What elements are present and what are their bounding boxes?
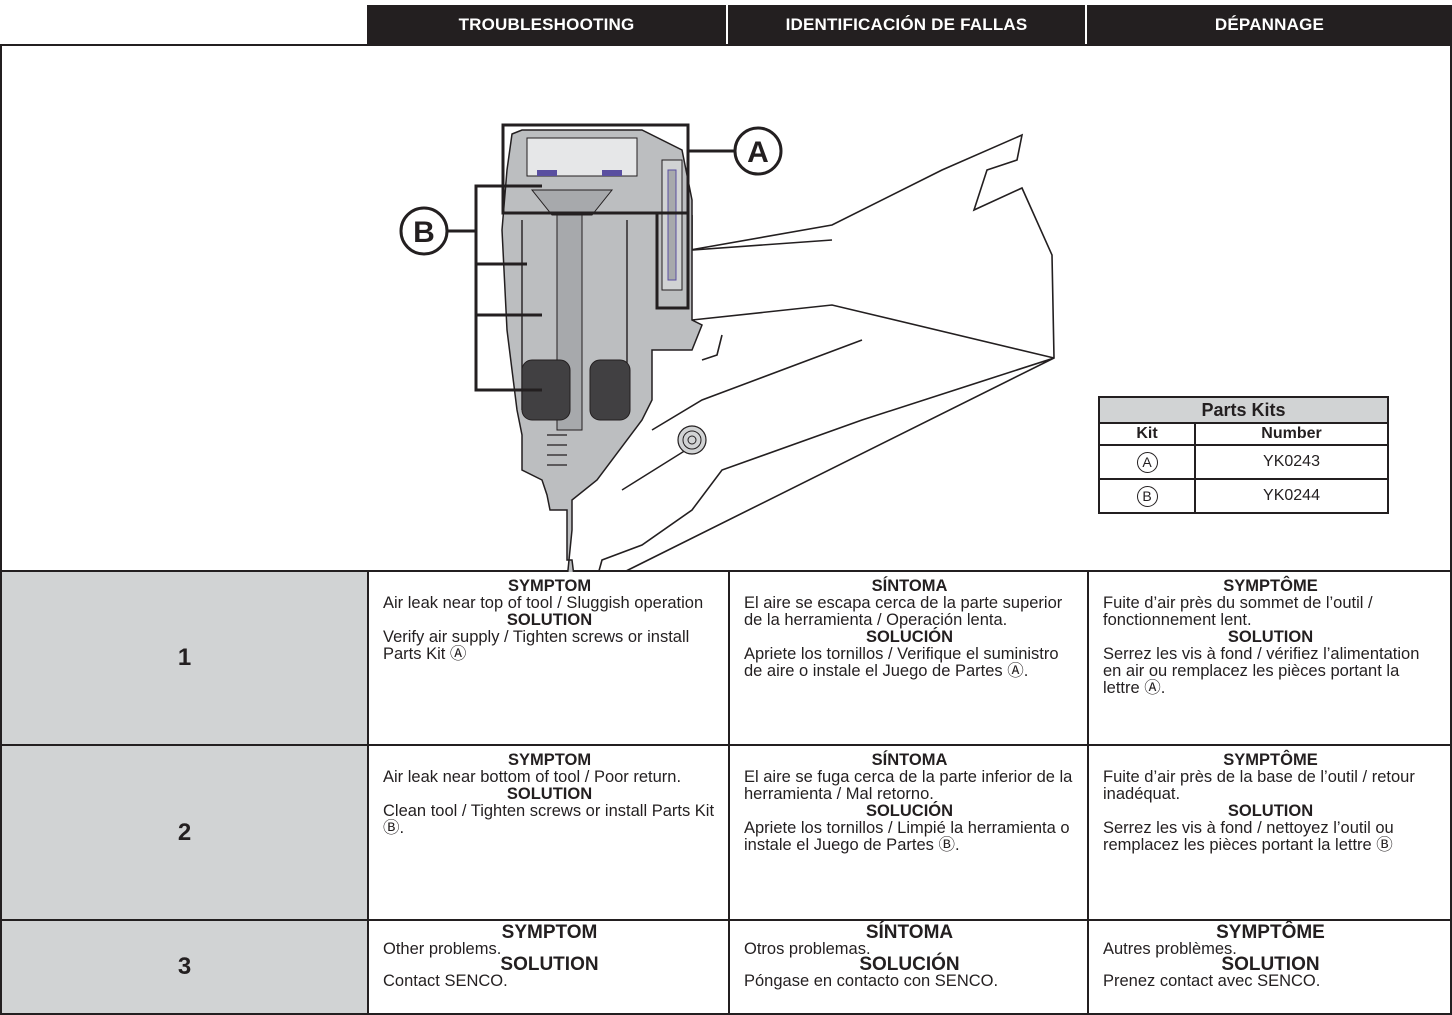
cell-english: SYMPTOM Air leak near top of tool / Slug… <box>369 572 730 744</box>
head-assembly <box>501 129 703 572</box>
parts-kits-title: Parts Kits <box>1098 396 1389 424</box>
cell-french: SYMPTÔME Fuite d’air près de la base de … <box>1089 746 1450 919</box>
header-identificacion: IDENTIFICACIÓN DE FALLAS <box>728 5 1087 45</box>
solution-text: Prenez contact avec SENCO. <box>1103 972 1321 990</box>
symptom-label: SÍNTOMA <box>871 577 948 595</box>
solution-label: SOLUTION <box>506 611 593 629</box>
cell-spanish: SÍNTOMA El aire se fuga cerca de la part… <box>730 746 1089 919</box>
callout-bracket-b <box>474 184 542 392</box>
symptom-text: Air leak near top of tool / Sluggish ope… <box>383 594 704 612</box>
symptom-text: El aire se fuga cerca de la parte inferi… <box>744 768 1073 803</box>
kit-letter: B <box>1136 485 1158 507</box>
solution-text: Serrez les vis à fond / nettoyez l’outil… <box>1103 819 1394 854</box>
symptom-label: SYMPTOM <box>507 577 592 595</box>
solution-text: Clean tool / Tighten screws or install P… <box>383 802 715 837</box>
cell-spanish: SÍNTOMA El aire se escapa cerca de la pa… <box>730 572 1089 744</box>
symptom-label: SYMPTÔME <box>1223 751 1318 769</box>
solution-label: SOLUTION <box>500 954 599 975</box>
trouble-row-1: 1 SYMPTOM Air leak near top of tool / Sl… <box>2 572 1450 746</box>
solution-label: SOLUCIÓN <box>865 628 954 646</box>
tool-body-outline <box>597 133 1055 572</box>
callout-a-label: A <box>747 136 769 169</box>
symptom-text: El aire se escapa cerca de la parte supe… <box>744 594 1063 629</box>
row-number: 2 <box>2 746 369 919</box>
col-kit-header: Kit <box>1098 422 1196 446</box>
parts-kit-row: B YK0244 <box>1098 478 1389 514</box>
solution-text: Contact SENCO. <box>383 972 508 990</box>
symptom-label: SÍNTOMA <box>871 751 948 769</box>
cell-english: SYMPTOM Air leak near bottom of tool / P… <box>369 746 730 919</box>
parts-kit-row: A YK0243 <box>1098 444 1389 480</box>
row-number: 3 <box>2 921 369 1013</box>
header-troubleshooting: TROUBLESHOOTING <box>367 5 728 45</box>
symptom-text: Fuite d’air près de la base de l’outil /… <box>1103 768 1415 803</box>
solution-text: Verify air supply / Tighten screws or in… <box>383 628 690 663</box>
kit-number: YK0244 <box>1194 478 1389 514</box>
solution-text: Apriete los tornillos / Verifique el sum… <box>744 645 1059 680</box>
kit-number: YK0243 <box>1194 444 1389 480</box>
solution-label: SOLUCIÓN <box>859 954 960 975</box>
symptom-text: Autres problèmes. <box>1103 940 1237 958</box>
nailer-cutaway-illustration: A B <box>399 123 1055 572</box>
row-number: 1 <box>2 572 369 744</box>
header-bar: TROUBLESHOOTING IDENTIFICACIÓN DE FALLAS… <box>367 5 1452 45</box>
parts-kits-table: Parts Kits Kit Number A YK0243 B YK0244 <box>1098 396 1389 514</box>
cell-french: SYMPTÔME Fuite d’air près du sommet de l… <box>1089 572 1450 744</box>
callout-box-a <box>501 123 690 215</box>
cell-french: SYMPTÔME Autres problèmes. SOLUTION Pren… <box>1089 921 1450 1013</box>
symptom-label: SYMPTÔME <box>1216 922 1325 943</box>
symptom-label: SYMPTOM <box>501 922 598 943</box>
illustration-panel: A B Parts Kits Kit Number A YK0243 B YK0… <box>2 46 1450 572</box>
trouble-row-2: 2 SYMPTOM Air leak near bottom of tool /… <box>2 746 1450 921</box>
symptom-label: SÍNTOMA <box>865 922 954 943</box>
solution-text: Póngase en contacto con SENCO. <box>744 972 999 990</box>
callout-b-label: B <box>413 216 435 249</box>
solution-label: SOLUCIÓN <box>865 802 954 820</box>
cell-spanish: SÍNTOMA Otros problemas. SOLUCIÓN Póngas… <box>730 921 1089 1013</box>
solution-label: SOLUTION <box>1227 802 1314 820</box>
solution-text: Serrez les vis à fond / vérifiez l’alime… <box>1103 645 1420 697</box>
solution-text: Apriete los tornillos / Limpié la herram… <box>744 819 1070 854</box>
symptom-text: Otros problemas. <box>744 940 871 958</box>
symptom-text: Other problems. <box>383 940 502 958</box>
coil-spiral <box>677 425 707 455</box>
cell-english: SYMPTOM Other problems. SOLUTION Contact… <box>369 921 730 1013</box>
symptom-label: SYMPTOM <box>507 751 592 769</box>
kit-letter: A <box>1136 451 1158 473</box>
solution-label: SOLUTION <box>1227 628 1314 646</box>
symptom-text: Fuite d’air près du sommet de l’outil / … <box>1103 594 1373 629</box>
trouble-row-3: 3 SYMPTOM Other problems. SOLUTION Conta… <box>2 921 1450 1013</box>
solution-label: SOLUTION <box>1221 954 1320 975</box>
troubleshooting-frame: A B Parts Kits Kit Number A YK0243 B YK0… <box>0 44 1452 1015</box>
header-depannage: DÉPANNAGE <box>1214 15 1325 34</box>
symptom-label: SYMPTÔME <box>1223 577 1318 595</box>
col-number-header: Number <box>1194 422 1389 446</box>
symptom-text: Air leak near bottom of tool / Poor retu… <box>383 768 682 786</box>
solution-label: SOLUTION <box>506 785 593 803</box>
